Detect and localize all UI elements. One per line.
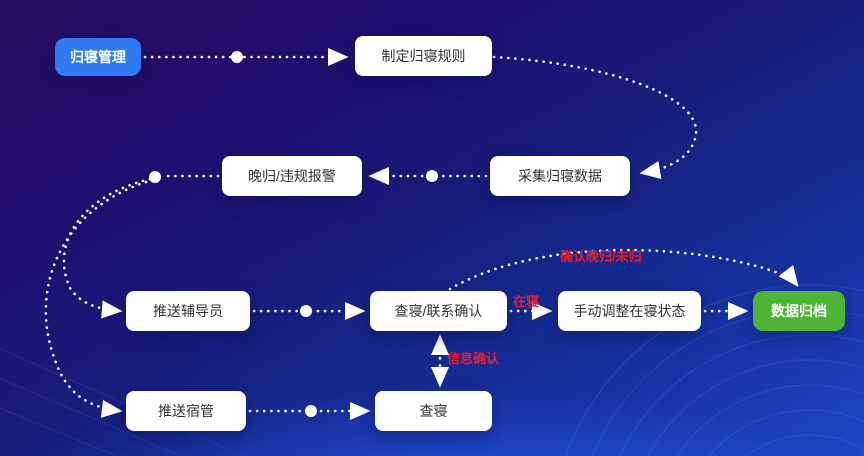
node-push-dorm-manager: 推送宿管	[126, 391, 246, 431]
node-manage-label: 归寝管理	[70, 49, 126, 65]
node-late-alarm: 晚归/违规报警	[222, 156, 362, 196]
node-collect-data: 采集归寝数据	[490, 156, 630, 196]
edge-label-confirm-late: 确认晚归/未归	[560, 249, 642, 264]
edge-label-info-confirm: 信息确认	[447, 351, 500, 366]
junction-dot	[426, 170, 438, 182]
node-push-counselor: 推送辅导员	[126, 291, 250, 331]
junction-dot	[149, 171, 161, 183]
node-check-dorm: 查寝	[375, 391, 492, 431]
edge-check-confirm-to-archive	[448, 248, 799, 291]
node-check-confirm: 查寝/联系确认	[370, 291, 507, 331]
node-manual-adjust: 手动调整在寝状态	[558, 291, 701, 331]
node-check-confirm-label: 查寝/联系确认	[394, 303, 483, 319]
node-manage: 归寝管理	[55, 38, 141, 76]
diagonal-lines	[0, 347, 231, 456]
edge-rules-to-collect	[492, 55, 698, 179]
junction-dot	[305, 405, 317, 417]
edge-junction-to-push-dorm	[44, 180, 148, 418]
node-manual-adjust-label: 手动调整在寝状态	[573, 303, 686, 319]
node-push-counselor-label: 推送辅导员	[153, 303, 223, 319]
junction-dot	[231, 51, 243, 63]
edge-junction-to-push-counselor	[62, 177, 152, 319]
node-archive: 数据归档	[753, 291, 845, 331]
node-check-dorm-label: 查寝	[419, 403, 448, 419]
node-push-dorm-manager-label: 推送宿管	[158, 403, 214, 419]
node-archive-label: 数据归档	[771, 303, 827, 319]
edge-label-in-dorm: 在寝	[513, 294, 540, 309]
node-make-rules-label: 制定归寝规则	[381, 48, 466, 64]
node-collect-data-label: 采集归寝数据	[518, 168, 602, 184]
node-make-rules: 制定归寝规则	[355, 36, 492, 76]
node-late-alarm-label: 晚归/违规报警	[248, 168, 336, 184]
junction-dot	[300, 305, 312, 317]
